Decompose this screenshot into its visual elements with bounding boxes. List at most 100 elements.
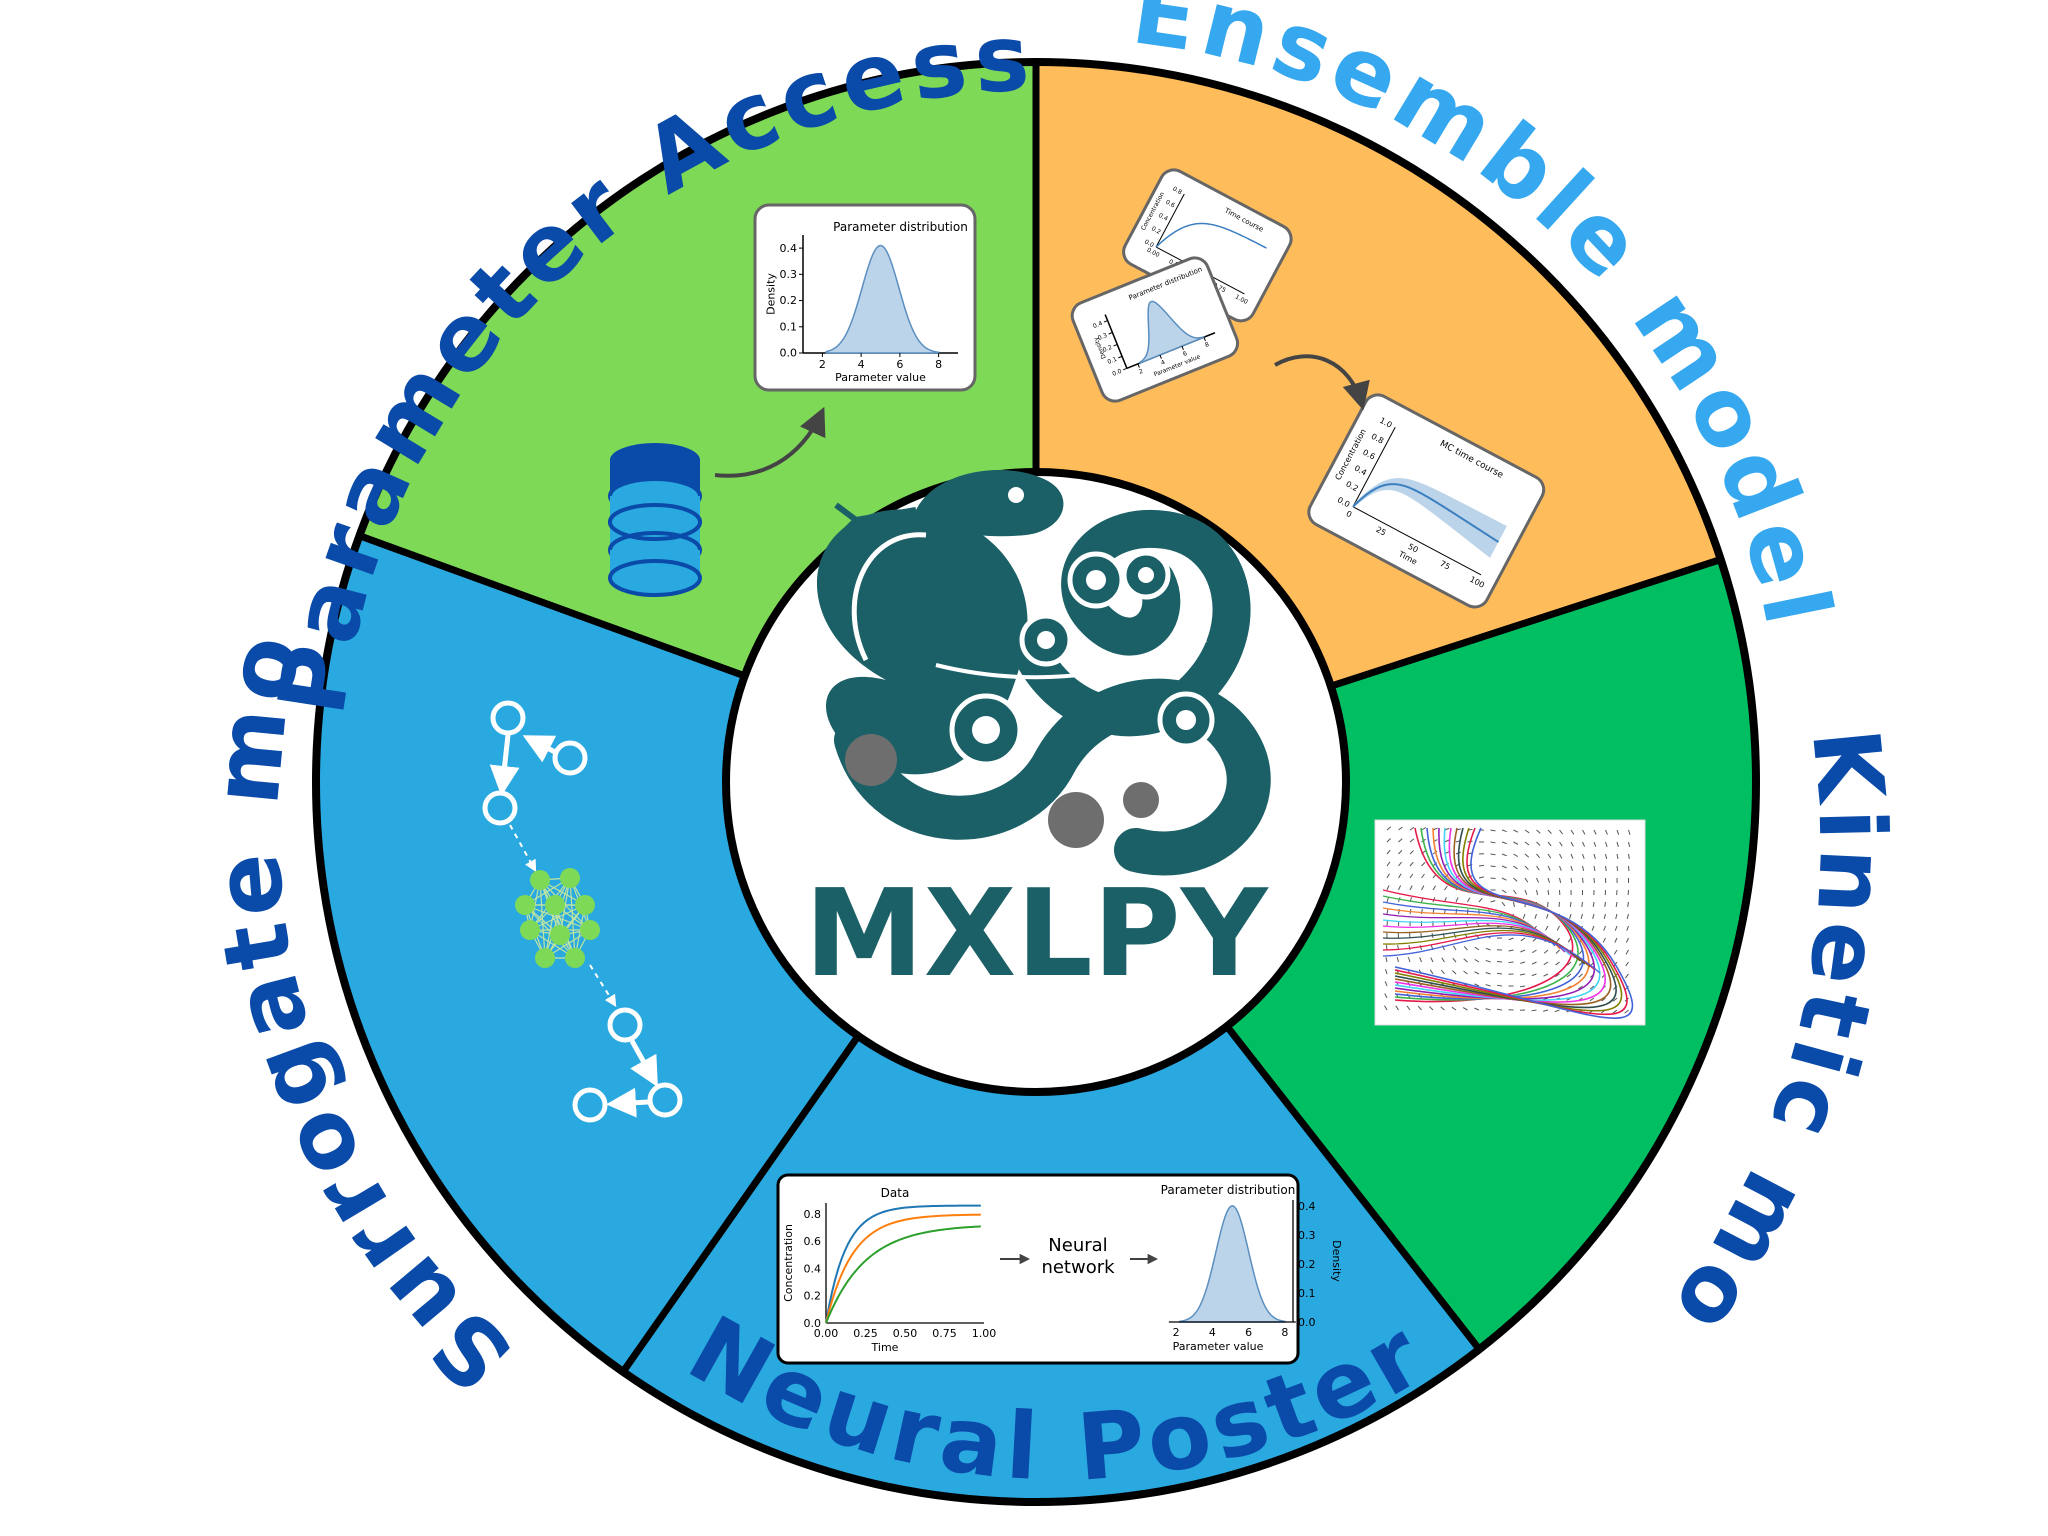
vector-arrow: [1605, 841, 1608, 847]
vector-arrow: [1520, 973, 1526, 976]
y-axis: [1155, 193, 1185, 248]
graph-edge: [522, 735, 557, 763]
vector-arrow: [1536, 853, 1541, 859]
graph-edge: [629, 1039, 658, 1088]
vector-arrow: [1474, 983, 1480, 987]
vector-arrow: [1386, 861, 1391, 867]
nn-edge: [539, 879, 546, 959]
y-tick: [1103, 320, 1108, 323]
vector-arrow: [1408, 945, 1411, 951]
nn-node: [565, 948, 585, 968]
vector-arrow: [1626, 913, 1629, 919]
vector-arrow: [1490, 841, 1496, 844]
y-tick-label: 0.6: [1164, 199, 1176, 210]
vector-arrow: [1478, 864, 1485, 867]
vector-arrow: [1508, 949, 1514, 952]
vector-arrow: [1582, 853, 1585, 859]
vector-arrow: [1385, 957, 1388, 963]
x-tick-label: 0.00: [814, 1327, 839, 1340]
mc-card-group: MC time course02550751000.00.20.40.60.81…: [1307, 393, 1546, 609]
vector-arrow: [1604, 901, 1606, 908]
vector-arrow: [1603, 925, 1606, 931]
y-tick: [1113, 343, 1118, 347]
vector-arrow: [1613, 949, 1618, 955]
vector-arrow: [1547, 829, 1552, 834]
vector-arrow: [1395, 1005, 1399, 1011]
y-tick-label: 0.3: [1298, 1229, 1316, 1242]
y-tick-label: 0.4: [780, 242, 798, 255]
vector-arrow: [1496, 984, 1503, 987]
vector-arrow: [1452, 970, 1457, 975]
vector-arrow: [1398, 873, 1402, 879]
x-tick-label: 25: [1374, 525, 1387, 538]
y-tick-label: 0.2: [1298, 1258, 1316, 1271]
vector-arrow: [1386, 885, 1390, 891]
vector-arrow: [1398, 850, 1403, 855]
vector-arrow: [1485, 1008, 1491, 1011]
vector-arrow: [1592, 913, 1595, 919]
vector-arrow: [1524, 865, 1529, 871]
vector-arrow: [1615, 901, 1618, 908]
vector-arrow: [1543, 961, 1549, 966]
x-tick-label: 75: [1438, 559, 1451, 572]
x-axis-label: Time: [871, 1341, 899, 1354]
vector-arrow: [1485, 972, 1491, 975]
vector-arrow: [1566, 973, 1572, 978]
y-tick: [1108, 332, 1113, 335]
vector-arrow: [1496, 972, 1503, 975]
vector-arrow: [1485, 959, 1491, 963]
vector-arrow: [1385, 944, 1388, 951]
vector-arrow: [1536, 877, 1540, 883]
vector-arrow: [1384, 1005, 1388, 1011]
vector-arrow: [1432, 885, 1437, 891]
x-axis-label: Parameter value: [1173, 1340, 1264, 1353]
vector-arrow: [1386, 897, 1389, 903]
vector-arrow: [1534, 913, 1537, 919]
vector-arrow: [1624, 973, 1629, 979]
y-axis: [1352, 427, 1396, 507]
y-tick-label: 0.1: [780, 320, 798, 333]
x-tick-label: 4: [1209, 1326, 1216, 1339]
y-tick-label: 0.4: [1092, 320, 1104, 330]
vector-arrow: [1524, 889, 1528, 895]
vector-arrow: [1543, 973, 1549, 977]
nn-node: [535, 948, 555, 968]
vector-arrow: [1524, 841, 1530, 846]
y-tick-label: 0.8: [804, 1208, 822, 1221]
vector-arrow: [1409, 861, 1414, 867]
density-curve: [825, 244, 940, 354]
vector-arrow: [1485, 984, 1491, 987]
chart-title: Data: [881, 1186, 910, 1200]
y-tick-label: 0.1: [1107, 356, 1119, 366]
vector-arrow: [1386, 826, 1392, 831]
vector-arrow: [1536, 829, 1541, 834]
vector-arrow: [1520, 961, 1526, 964]
vector-arrow: [1592, 901, 1595, 908]
vector-arrow: [1546, 913, 1549, 919]
data-series-line: [825, 1204, 981, 1324]
vector-arrow: [1474, 1007, 1480, 1011]
vector-arrow: [1570, 877, 1573, 884]
data-series-line: [825, 1225, 981, 1324]
data-series-line: [825, 1213, 981, 1324]
vector-arrow: [1501, 829, 1507, 833]
vector-arrow: [1520, 949, 1526, 953]
vector-arrow: [1444, 839, 1450, 843]
vector-arrow: [1589, 985, 1595, 990]
y-tick-label: 0.0: [780, 347, 798, 360]
y-tick-label: 0.0: [1143, 238, 1155, 249]
vector-arrow: [1555, 949, 1560, 954]
vector-arrow: [1569, 913, 1572, 919]
vector-arrow: [1624, 1009, 1629, 1014]
nn-node: [530, 870, 550, 890]
vector-arrow: [1570, 841, 1574, 847]
vector-arrow: [1501, 865, 1507, 869]
vector-arrow: [1556, 937, 1560, 943]
vector-arrow: [1602, 937, 1606, 943]
vector-arrow: [1396, 957, 1399, 963]
y-tick-label: 0.3: [780, 268, 798, 281]
vector-arrow: [1490, 900, 1496, 903]
network-label-line1: Neural: [1048, 1235, 1107, 1256]
vector-arrow: [1490, 865, 1496, 868]
